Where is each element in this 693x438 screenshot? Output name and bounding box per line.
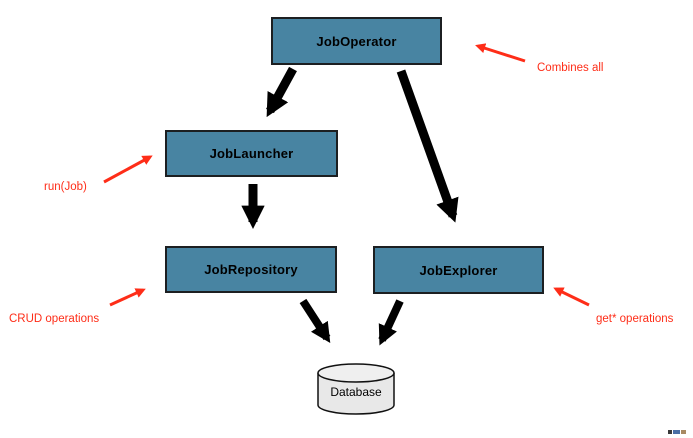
node-joboperator: JobOperator (271, 17, 442, 65)
node-jobrepository: JobRepository (165, 246, 337, 293)
annotation-run-job: run(Job) (44, 181, 87, 193)
annotation-arrow-get-operations (553, 287, 590, 307)
arrow-jobrepository-to-database (299, 298, 331, 344)
annotation-arrow-combines-all (475, 43, 526, 63)
arrow-joboperator-to-joblauncher (266, 66, 297, 118)
node-jobexplorer: JobExplorer (373, 246, 544, 294)
annotation-arrow-run-job (103, 155, 153, 184)
annotation-get-operations: get* operations (596, 313, 674, 325)
arrow-jobexplorer-to-database (378, 299, 404, 346)
annotation-crud-operations: CRUD operations (9, 313, 100, 325)
node-database-label: Database (330, 385, 382, 399)
annotation-arrow-crud-operations (109, 288, 146, 307)
database-cylinder (317, 363, 395, 415)
node-joblauncher: JobLauncher (165, 130, 338, 177)
annotation-combines-all: Combines all (537, 62, 604, 74)
corner-mark (668, 430, 690, 436)
arrow-joboperator-to-jobexplorer (396, 69, 459, 223)
